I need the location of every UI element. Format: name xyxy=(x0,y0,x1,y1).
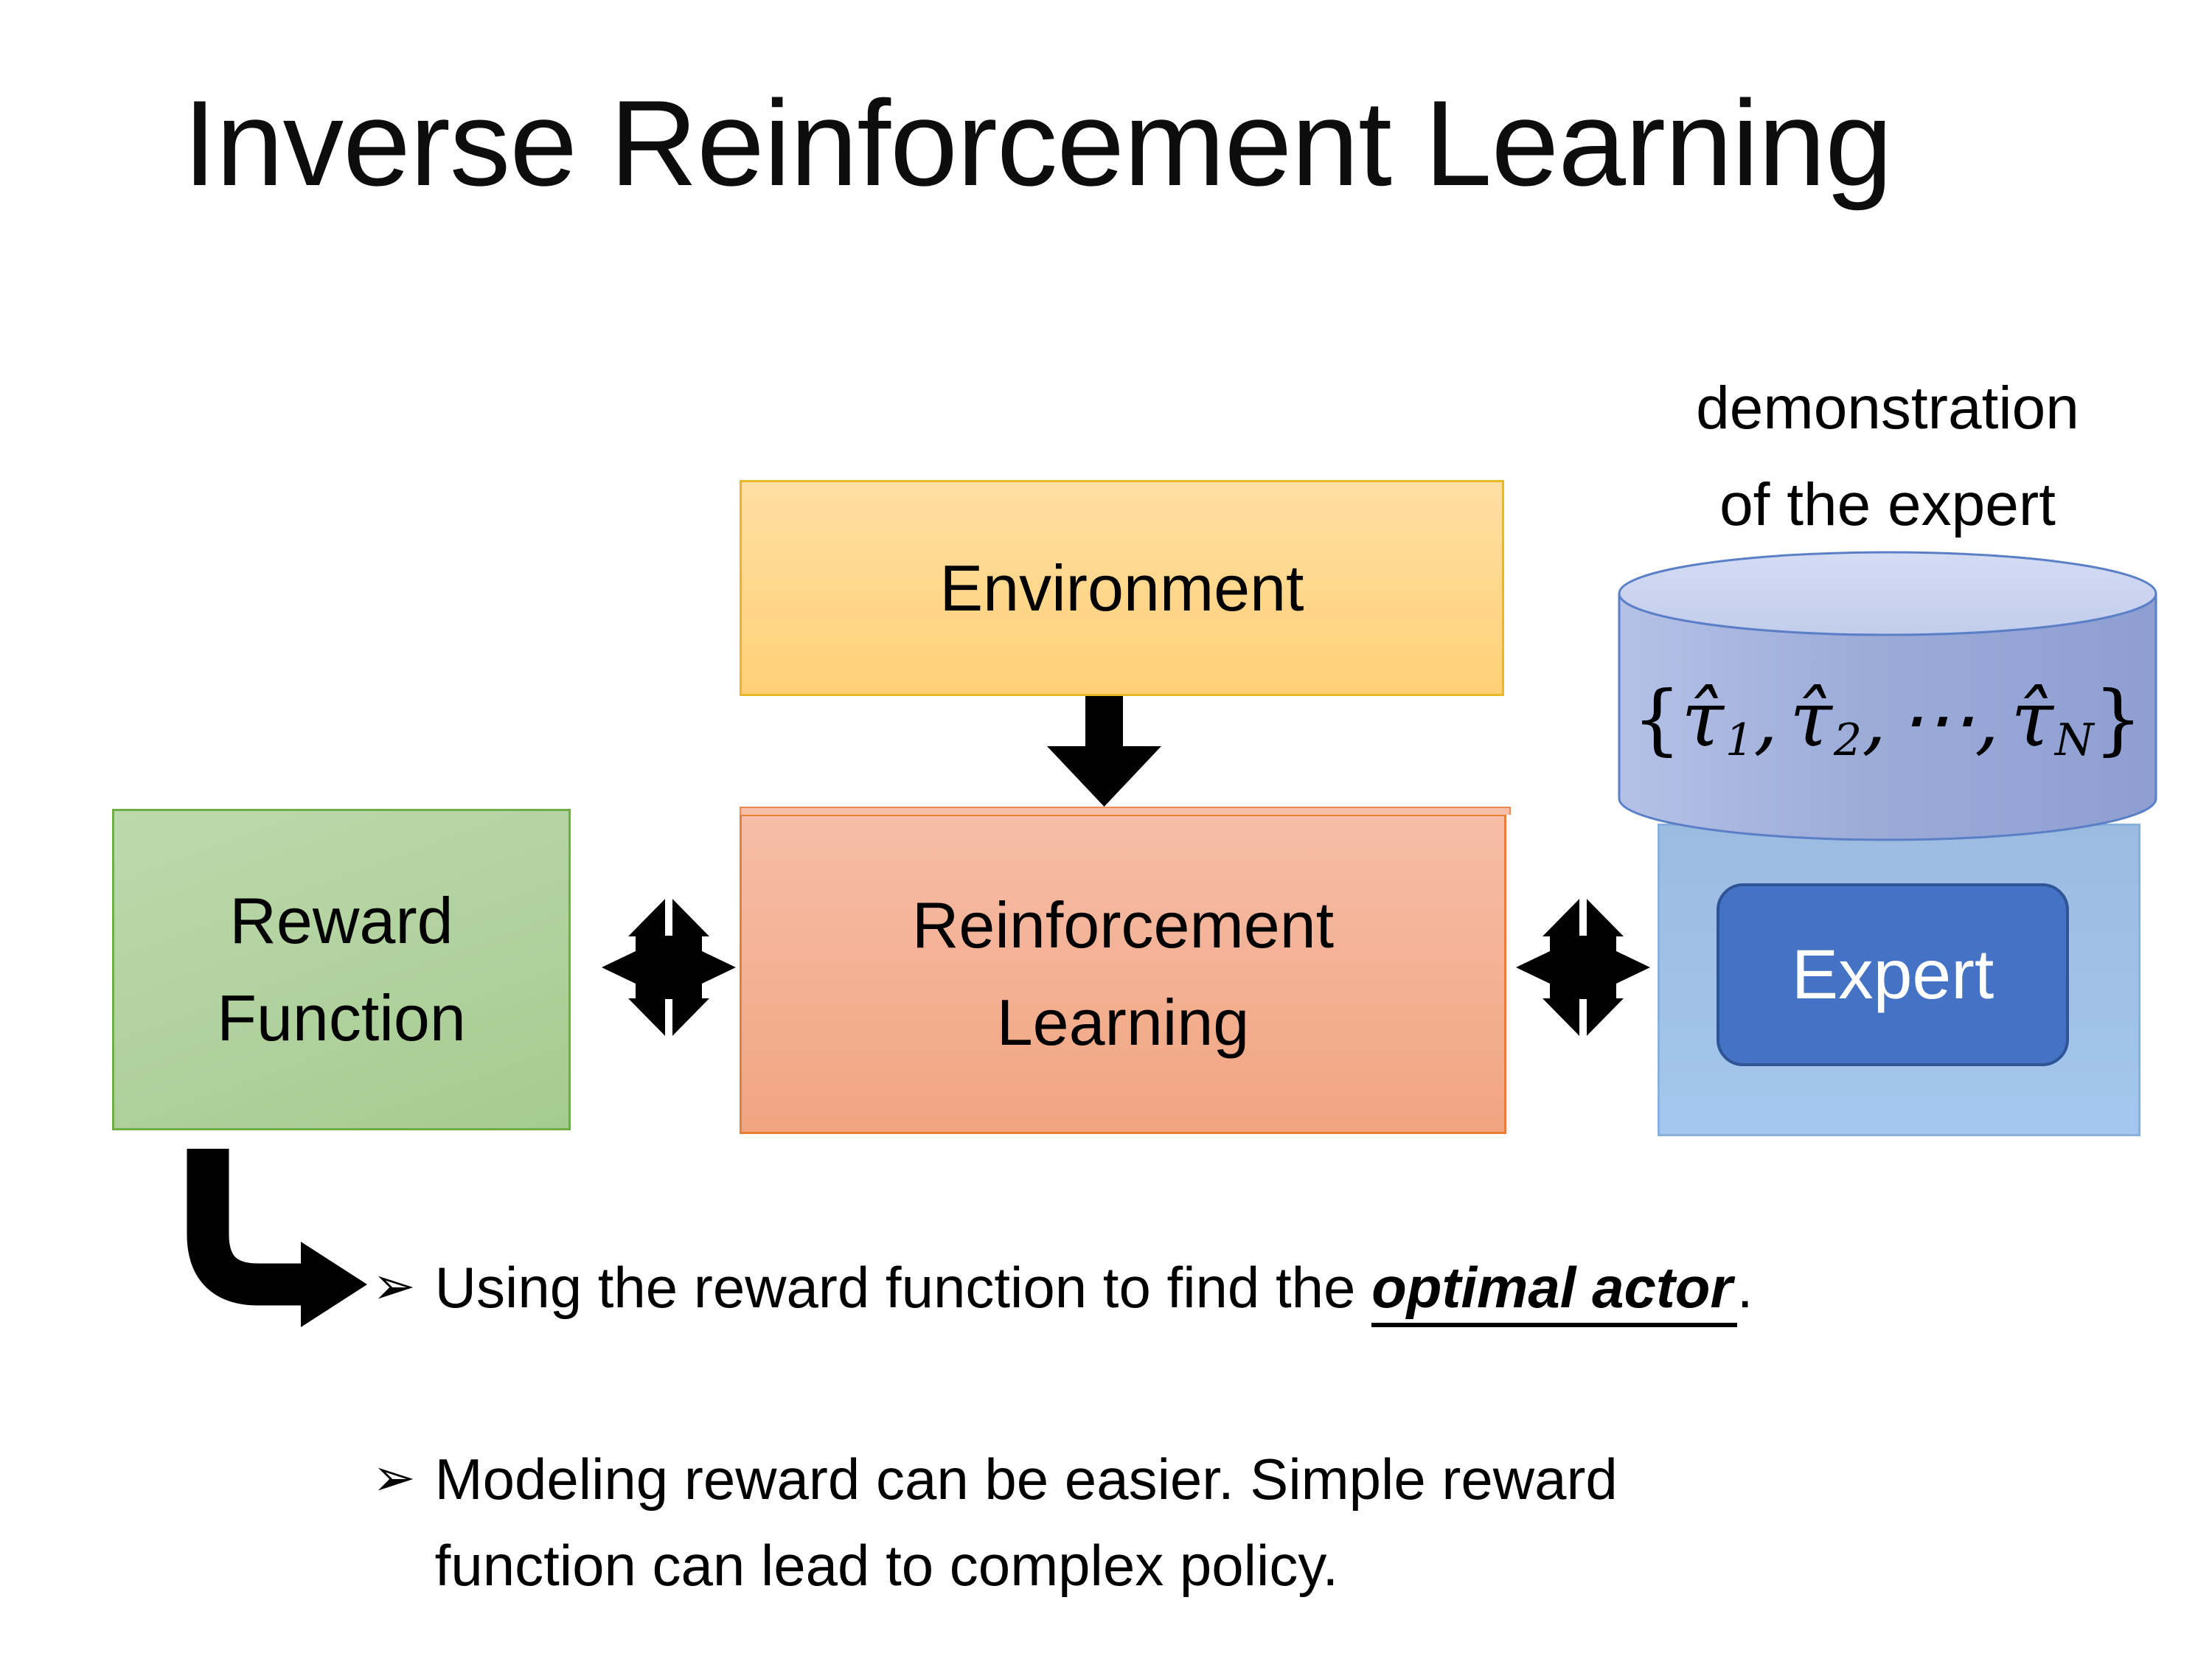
bullet-arrow-icon: ➢ xyxy=(372,1256,416,1316)
expert-button: Expert xyxy=(1717,883,2069,1066)
down-arrow-icon xyxy=(1047,696,1161,807)
formula-open-brace: { xyxy=(1632,674,1682,764)
bullet-item-2: ➢ Modeling reward can be easier. Simple … xyxy=(372,1436,1733,1609)
formula-sep-2: , xyxy=(1862,674,1887,764)
formula-close-brace: } xyxy=(2093,674,2143,764)
bullet-item-1: ➢ Using the reward function to find the … xyxy=(372,1245,1753,1331)
reward-label-line-1: Reward xyxy=(229,884,453,957)
bullet-1-pre: Using the reward function to find the xyxy=(434,1255,1372,1320)
formula-sub-1: 1 xyxy=(1725,714,1754,767)
environment-box: Environment xyxy=(740,480,1504,696)
formula-tau-1: τ̂ xyxy=(1681,674,1724,764)
formula-sub-n: N xyxy=(2054,714,2094,767)
rl-label-line-1: Reinforcement xyxy=(911,888,1335,961)
double-arrow-left-icon xyxy=(602,894,736,1041)
reinforcement-learning-box: Reinforcement Learning xyxy=(740,807,1511,1134)
bullet-arrow-icon: ➢ xyxy=(372,1447,416,1508)
bullet-1-post: . xyxy=(1736,1255,1753,1320)
annotation-line-2: of the expert xyxy=(1719,471,2056,539)
environment-label: Environment xyxy=(939,551,1304,625)
rl-label: Reinforcement Learning xyxy=(912,877,1334,1071)
reward-function-box: Reward Function xyxy=(112,809,571,1130)
formula-tau-n: τ̂ xyxy=(2011,674,2053,764)
formula-tau-2: τ̂ xyxy=(1790,674,1832,764)
double-arrow-right-icon xyxy=(1516,894,1650,1041)
annotation-demonstration: demonstration of the expert xyxy=(1571,360,2205,553)
database-cylinder-icon xyxy=(1618,551,2157,841)
formula-sep-3: , xyxy=(1975,674,2000,764)
reward-label-line-2: Function xyxy=(217,981,466,1054)
reward-label: Reward Function xyxy=(217,872,466,1067)
optimal-actor-emphasis: optimal actor xyxy=(1371,1255,1737,1327)
bullet-1-text: Using the reward function to find the op… xyxy=(435,1245,1753,1331)
formula-dots: ⋯ xyxy=(1898,674,1975,764)
elbow-arrow-icon xyxy=(187,1149,367,1327)
bullet-2-text: Modeling reward can be easier. Simple re… xyxy=(434,1447,1618,1598)
trajectory-formula: {τ̂1,τ̂2,⋯,τ̂N} xyxy=(1617,656,2158,782)
page-title: Inverse Reinforcement Learning xyxy=(183,75,1893,211)
expert-label: Expert xyxy=(1791,935,1994,1014)
formula-sep-1: , xyxy=(1753,674,1778,764)
annotation-line-1: demonstration xyxy=(1696,375,2079,442)
rl-label-line-2: Learning xyxy=(996,986,1250,1059)
formula-sub-2: 2 xyxy=(1833,714,1863,767)
